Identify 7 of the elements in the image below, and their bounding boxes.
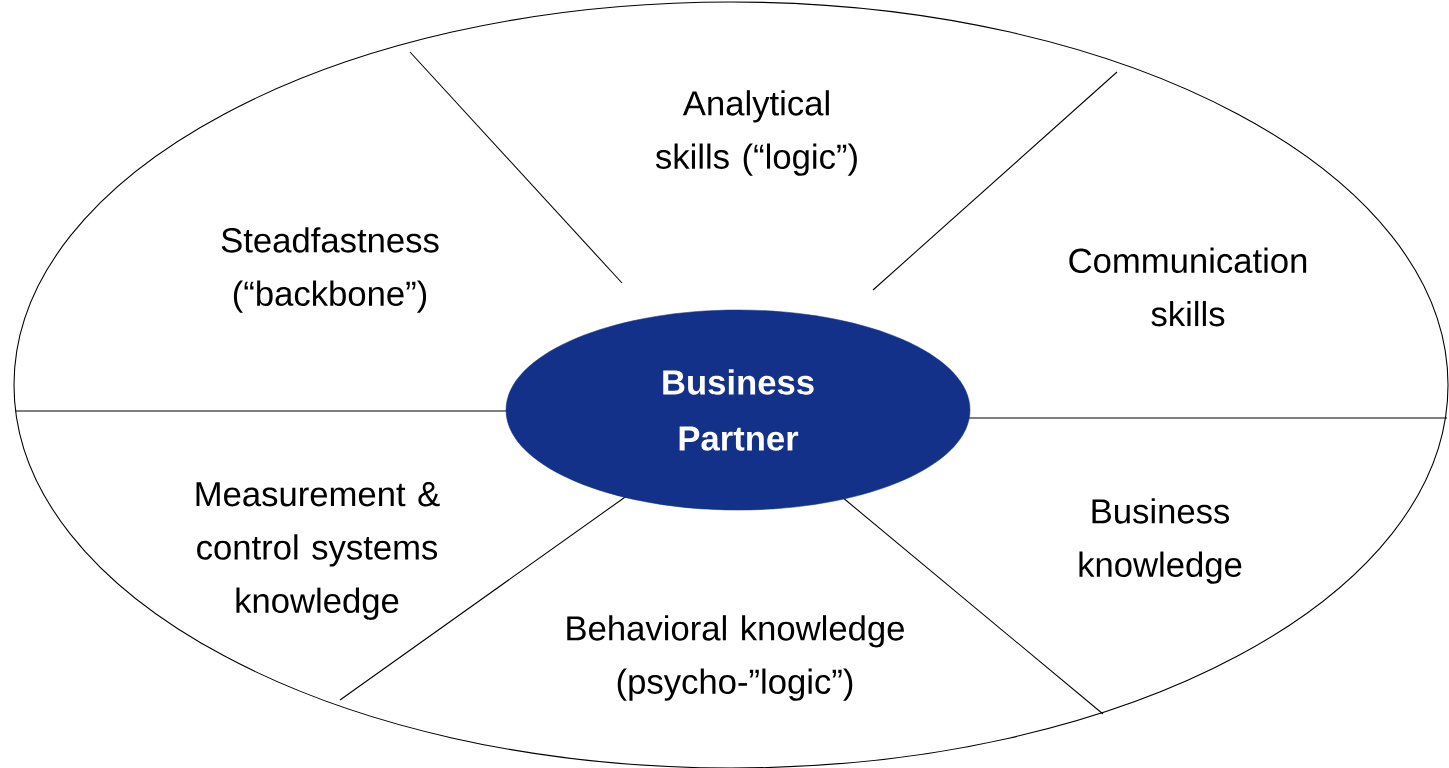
sector-label: Analytical skills (“logic”) (655, 90, 857, 176)
sector-label: Business knowledge (1079, 498, 1242, 584)
sector-label: Measurement & control systems knowledge (196, 482, 440, 620)
sector-label: Steadfastness (“backbone”) (221, 227, 439, 313)
sector-label: Behavioral knowledge (psycho-”logic”) (567, 615, 904, 701)
outer-ellipse (13, 1, 1449, 768)
sector-label: Communication skills (1069, 247, 1307, 327)
